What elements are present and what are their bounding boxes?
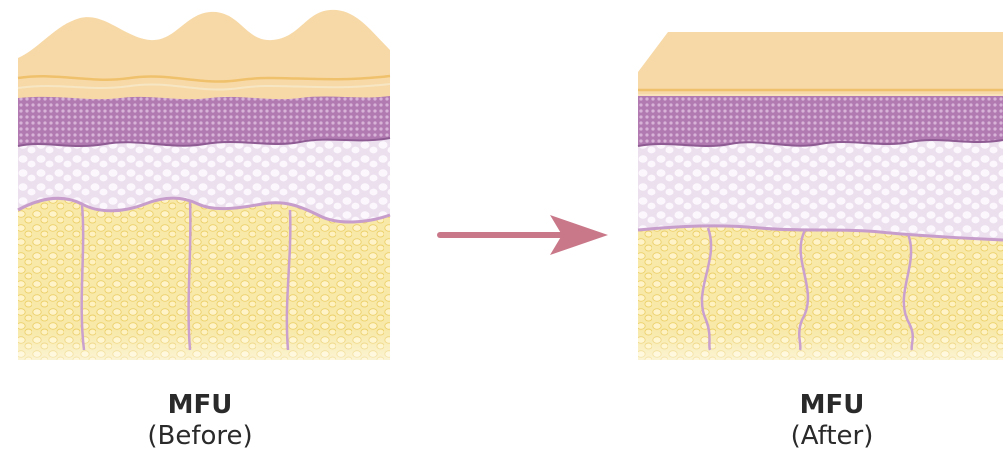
skin-before-illustration: [0, 0, 400, 390]
caption-after: MFU (After): [752, 390, 912, 452]
dermis-layer: [18, 94, 390, 146]
epidermis-layer: [638, 32, 1003, 96]
caption-after-subtitle: (After): [752, 421, 912, 452]
skin-after-illustration: [620, 0, 1003, 390]
dermis-layer: [638, 94, 1003, 146]
caption-before-title: MFU: [120, 390, 280, 421]
caption-before-subtitle: (Before): [120, 421, 280, 452]
epidermis-layer: [18, 10, 390, 99]
transition-arrow: [430, 212, 610, 258]
caption-after-title: MFU: [752, 390, 912, 421]
caption-before: MFU (Before): [120, 390, 280, 452]
connective-tissue-layer: [638, 130, 1003, 240]
